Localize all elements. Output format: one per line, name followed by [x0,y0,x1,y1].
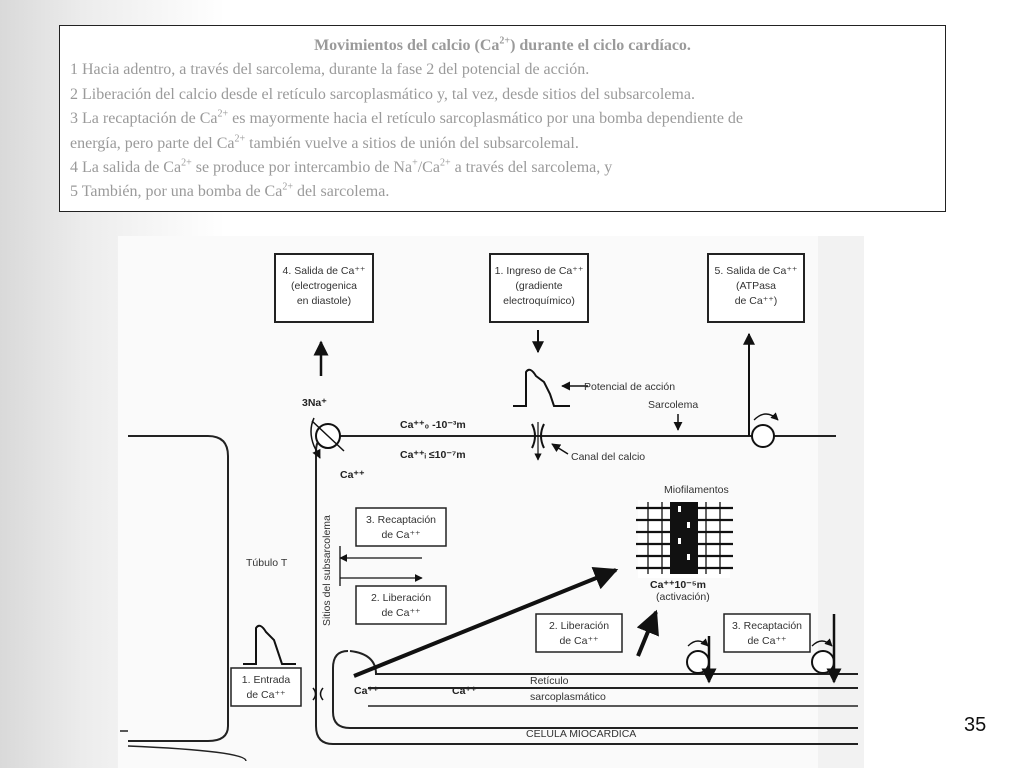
box-salida-5-line2: (ATPasa [736,280,776,292]
label-reticulo: Retículo [530,675,569,687]
box-ingreso-1: 1. Ingreso de Ca⁺⁺ (gradiente electroquí… [489,253,589,323]
label-potencial: Potencial de acción [584,381,675,393]
page-number: 35 [964,714,987,736]
label-ca-intracellular: Ca⁺⁺ᵢ ≤10⁻⁷m [400,449,466,461]
box-entrada-1: 1. Entrada de Ca⁺⁺ [230,667,302,707]
box-recaptacion-3-right: 3. Recaptación de Ca⁺⁺ [723,613,811,653]
label-activacion: (activación) [656,591,710,603]
caption-title: Movimientos del calcio (Ca2+) durante el… [314,35,691,54]
box-liberacion-2-left-line1: 2. Liberación [371,592,431,604]
box-salida-4-line3: en diastole) [297,295,351,307]
box-recaptacion-3-left-line1: 3. Recaptación [366,514,436,526]
box-recaptacion-3-left: 3. Recaptación de Ca⁺⁺ [355,507,447,547]
box-liberacion-2-left-line2: de Ca⁺⁺ [381,607,421,619]
sr-upper-membrane [349,650,858,675]
label-ca-extracellular: Ca⁺⁺₀ -10⁻³m [400,419,466,431]
t-tubule-wall [128,435,229,742]
box-salida-4-line2: (electrogenica [291,280,357,292]
box-salida-4: 4. Salida de Ca⁺⁺ (electrogenica en dias… [274,253,374,323]
label-celula-miocardica: CELULA MIOCARDICA [526,728,636,740]
caption-line-2: 2 Liberación del calcio desde el retícul… [70,85,695,103]
sr-bulb-outline [332,650,858,729]
label-ca-sr-2: Ca⁺⁺ [452,685,477,697]
na-ca-exchanger: 3Na⁺ Ca⁺⁺ [302,397,365,481]
arrow-release-right [636,609,659,657]
box-liberacion-2-right-line1: 2. Liberación [549,620,609,632]
box-ingreso-1-line3: electroquímico) [503,295,575,307]
caption-line-3: 3 La recaptación de Ca2+ es mayormente h… [70,108,744,128]
calcium-cycle-diagram: · 4. Salida de Ca⁺⁺ (electrogenica en di… [118,236,864,768]
label-canal-calcio: Canal del calcio [571,451,645,463]
arrow-release-to-myofilaments [353,566,619,678]
label-miofilamentos: Miofilamentos [664,484,729,496]
box-recaptacion-3-left-line2: de Ca⁺⁺ [381,529,421,541]
box-liberacion-2-left: 2. Liberación de Ca⁺⁺ [355,585,447,625]
box-ingreso-1-line1: 1. Ingreso de Ca⁺⁺ [495,265,584,277]
box-entrada-1-line1: 1. Entrada [242,674,291,686]
box-salida-5-line1: 5. Salida de Ca⁺⁺ [715,265,798,277]
caption-line-5: 4 La salida de Ca2+ se produce por inter… [70,157,613,177]
calcium-channel [531,422,545,461]
myofilaments: Miofilamentos Ca⁺⁺10⁻⁵m (activación) [636,484,733,603]
sarcolemma-ca-pump [751,412,779,448]
box-liberacion-2-right: 2. Liberación de Ca⁺⁺ [535,613,623,653]
label-sarcoplasmatico: sarcoplasmático [530,691,606,703]
caption-line-6: 5 También, por una bomba de Ca2+ del sar… [70,182,390,201]
label-sarcolema: Sarcolema [648,399,698,411]
caption-box: Movimientos del calcio (Ca2+) durante el… [59,25,946,212]
action-potential-trace [513,368,570,407]
box-ingreso-1-line2: (gradiente [515,280,562,292]
box-entrada-1-line2: de Ca⁺⁺ [246,689,286,701]
label-ca-activacion: Ca⁺⁺10⁻⁵m [650,579,706,591]
box-salida-5-line3: de Ca⁺⁺) [735,295,778,307]
label-sitios-subsarcolema: Sitios del subsarcolema [321,515,333,626]
label-tubulo-t: Túbulo T [246,557,288,569]
label-3na: 3Na⁺ [302,397,327,409]
sr-ca-pump-1 [686,636,717,684]
t-tubule-action-potential [243,624,296,665]
label-ca-sr-1: Ca⁺⁺ [354,685,379,697]
box-recaptacion-3-right-line2: de Ca⁺⁺ [747,635,787,647]
sr-ca-pump-2 [811,614,842,684]
box-salida-5: 5. Salida de Ca⁺⁺ (ATPasa de Ca⁺⁺) [707,253,805,323]
caption-line-4: energía, pero parte del Ca2+ también vue… [70,133,579,152]
box-salida-4-line1: 4. Salida de Ca⁺⁺ [283,265,366,277]
label-ca-exchanger: Ca⁺⁺ [340,469,365,481]
box-recaptacion-3-right-line1: 3. Recaptación [732,620,802,632]
caption-line-1: 1 Hacia adentro, a través del sarcolema,… [70,61,590,79]
box-liberacion-2-right-line2: de Ca⁺⁺ [559,635,599,647]
